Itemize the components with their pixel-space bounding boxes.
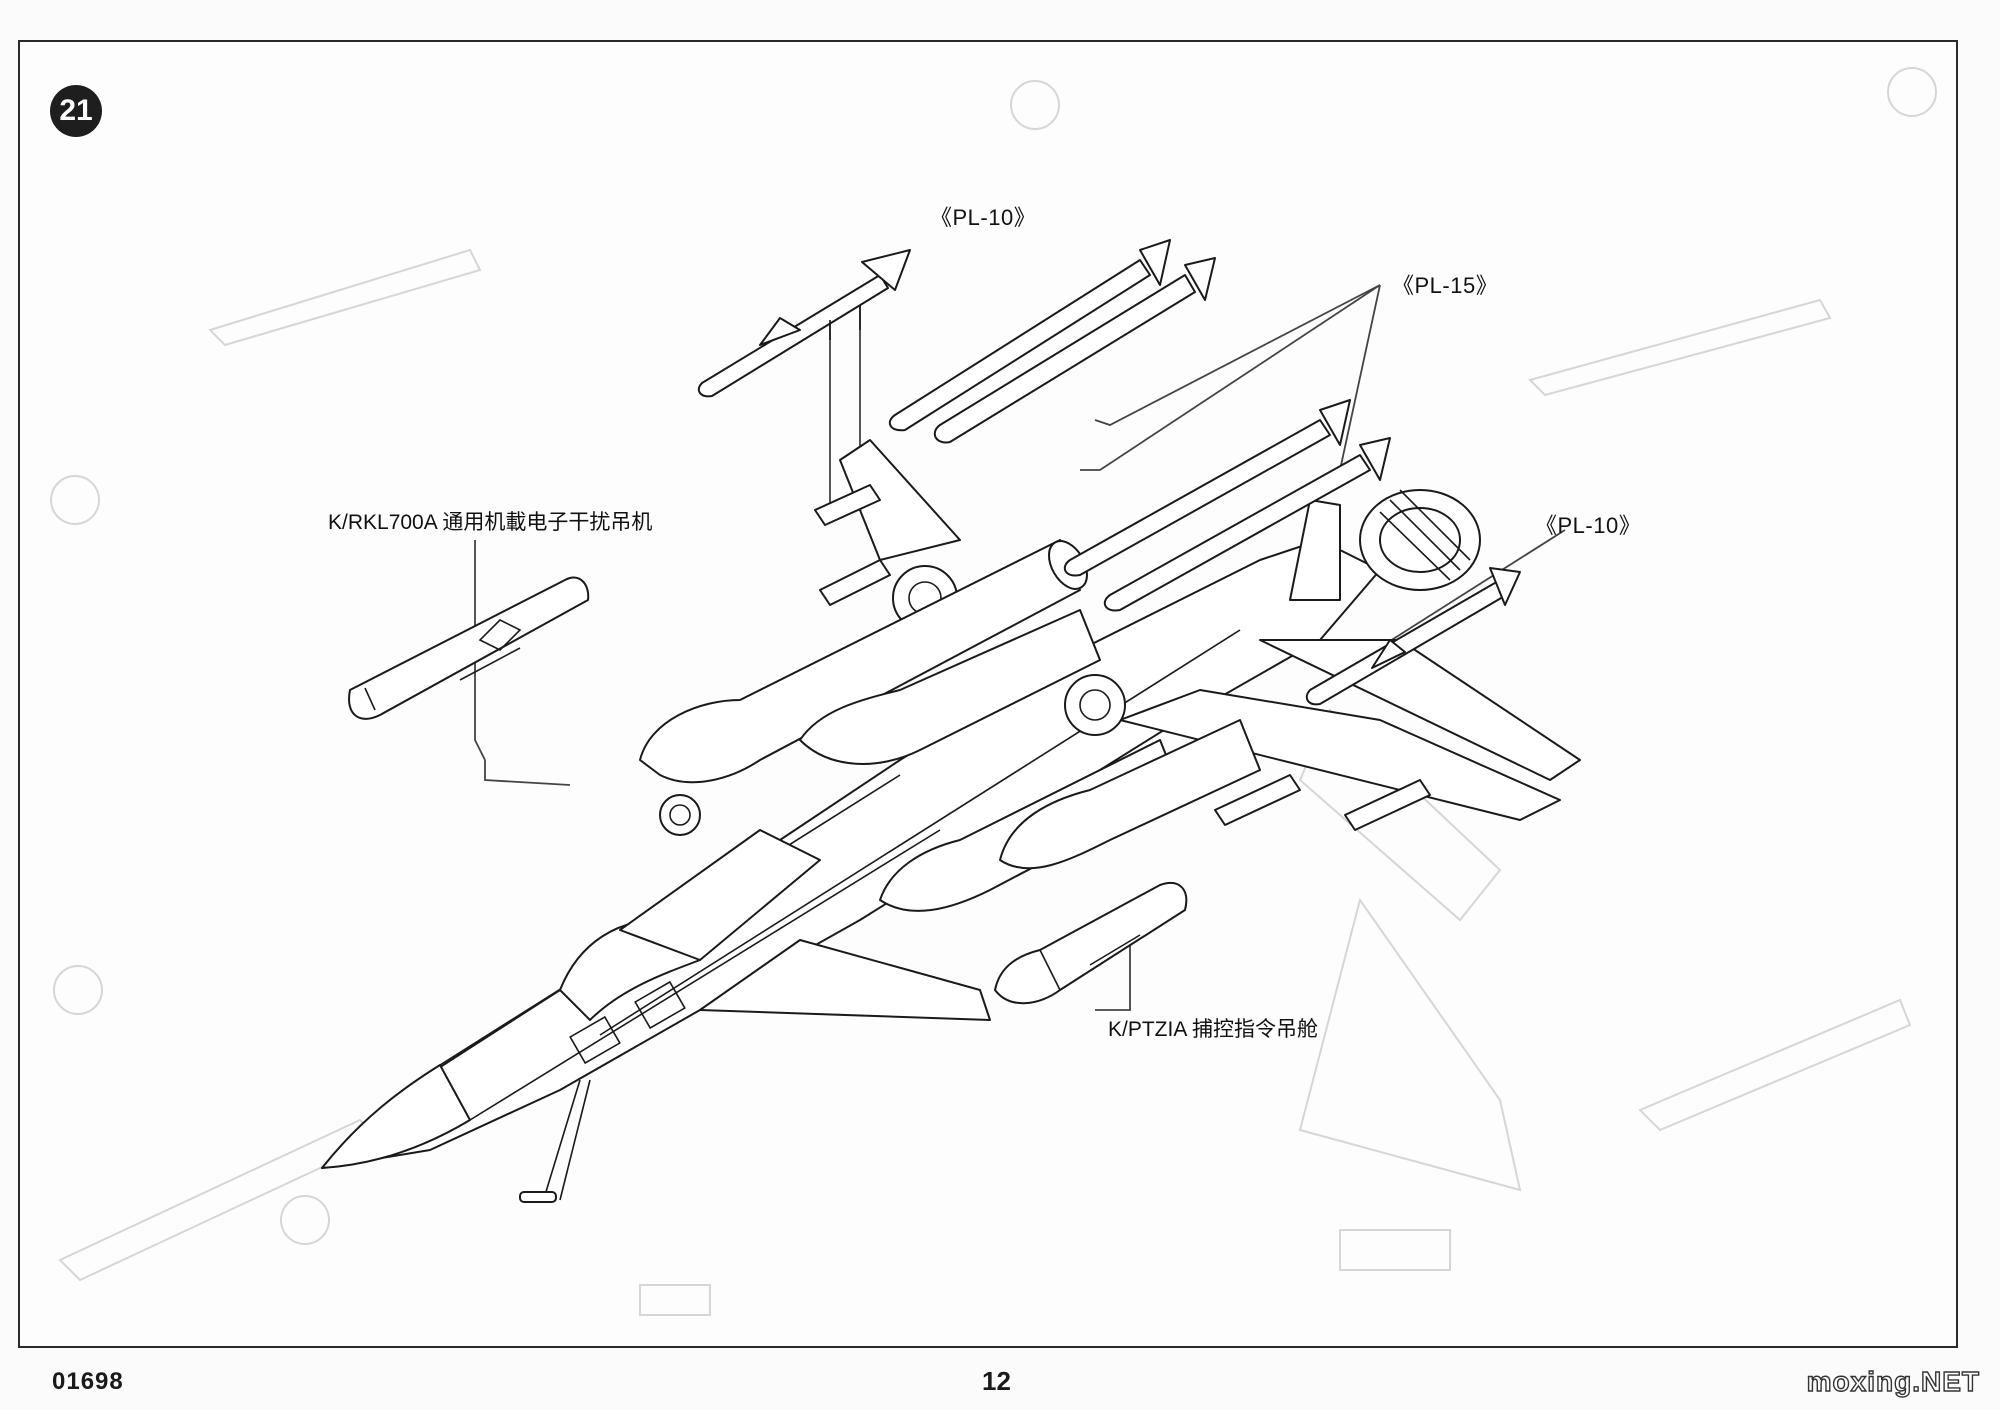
pl15-missiles <box>888 239 1391 612</box>
callout-pl15: 《PL-15》 <box>1392 273 1499 298</box>
callout-ecm-pod: K/RKL700A 通用机載电子干扰吊机 <box>328 511 653 534</box>
aircraft-fuselage <box>321 439 1581 1203</box>
callout-pl10-top: 《PL-10》 <box>930 205 1037 230</box>
pylons <box>814 484 1431 831</box>
site-watermark: moxing.NET <box>1806 1365 1980 1397</box>
product-code: 01698 <box>52 1368 124 1395</box>
step-number-badge: 21 <box>50 85 102 137</box>
drop-tanks <box>639 539 1261 912</box>
pl10-missile-top <box>697 249 911 398</box>
bleed-through-ghost <box>50 67 1937 1316</box>
pl10-missile-right <box>1305 567 1521 706</box>
page-number: 12 <box>982 1366 1011 1396</box>
callout-targeting-pod: K/PTZIA 捕控指令吊舱 <box>1108 1018 1319 1041</box>
callout-pl10-right: 《PL-10》 <box>1535 513 1642 538</box>
targeting-pod <box>994 882 1188 1005</box>
ecm-pod <box>348 576 590 720</box>
